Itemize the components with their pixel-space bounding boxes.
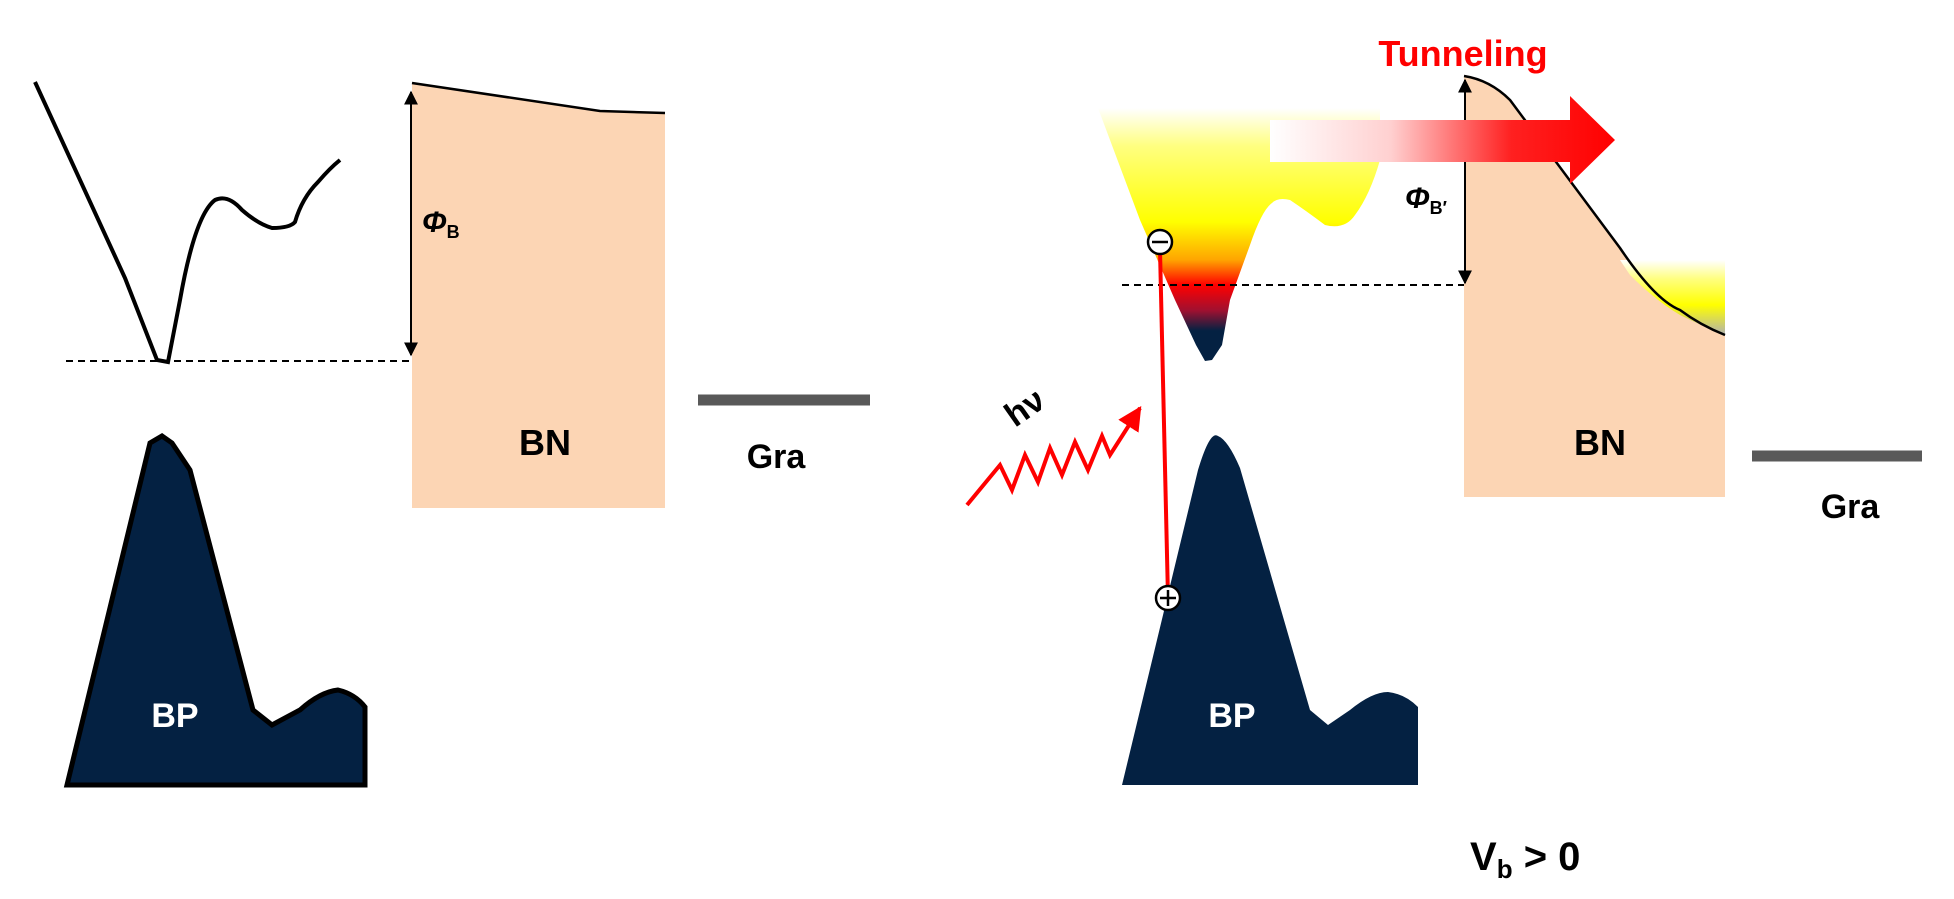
bn-label-right: BN	[1574, 422, 1626, 463]
bp-conduction-band-curve	[33, 81, 342, 365]
phi-b-prime-label: ΦB′	[1405, 182, 1447, 218]
bn-hot-electrons	[1620, 260, 1725, 335]
phi-b-label: ΦB	[422, 206, 460, 242]
phi-symbol: Φ	[1405, 182, 1430, 215]
bp-conduction-band-filled	[1098, 108, 1380, 361]
photon-label: hν	[998, 381, 1052, 435]
bp-valence-band	[63, 433, 368, 788]
bp-label-right: BP	[1208, 697, 1255, 735]
bp-label-left: BP	[151, 697, 198, 735]
bn-label-left: BN	[519, 422, 571, 463]
phi-symbol: Φ	[422, 206, 447, 239]
phi-subscript: B′	[1430, 198, 1447, 218]
bias-subscript: b	[1497, 854, 1513, 884]
bias-v: V	[1470, 835, 1497, 879]
photon-wave	[965, 405, 1142, 507]
gra-label-left: Gra	[747, 438, 807, 476]
tunneling-arrow	[1270, 96, 1615, 184]
bn-top-edge-right	[1463, 74, 1726, 337]
electron-symbol	[1146, 228, 1174, 256]
phi-subscript: B	[447, 222, 460, 242]
bn-barrier-right	[1464, 76, 1725, 497]
bn-barrier-left	[412, 83, 665, 508]
left-panel: BP BN ΦB Gra	[33, 81, 870, 788]
gra-label-right: Gra	[1821, 488, 1881, 526]
bias-rest: > 0	[1513, 835, 1581, 879]
tunneling-label: Tunneling	[1378, 33, 1547, 74]
right-panel: BN ΦB′ Tunneling BP hν Gra Vb > 0	[965, 33, 1922, 884]
hole-symbol	[1154, 584, 1182, 612]
bn-top-edge-left	[411, 81, 666, 115]
bias-label: Vb > 0	[1470, 835, 1580, 884]
bp-valence-band-right	[1122, 435, 1418, 785]
excitation-arrow	[1158, 249, 1170, 599]
